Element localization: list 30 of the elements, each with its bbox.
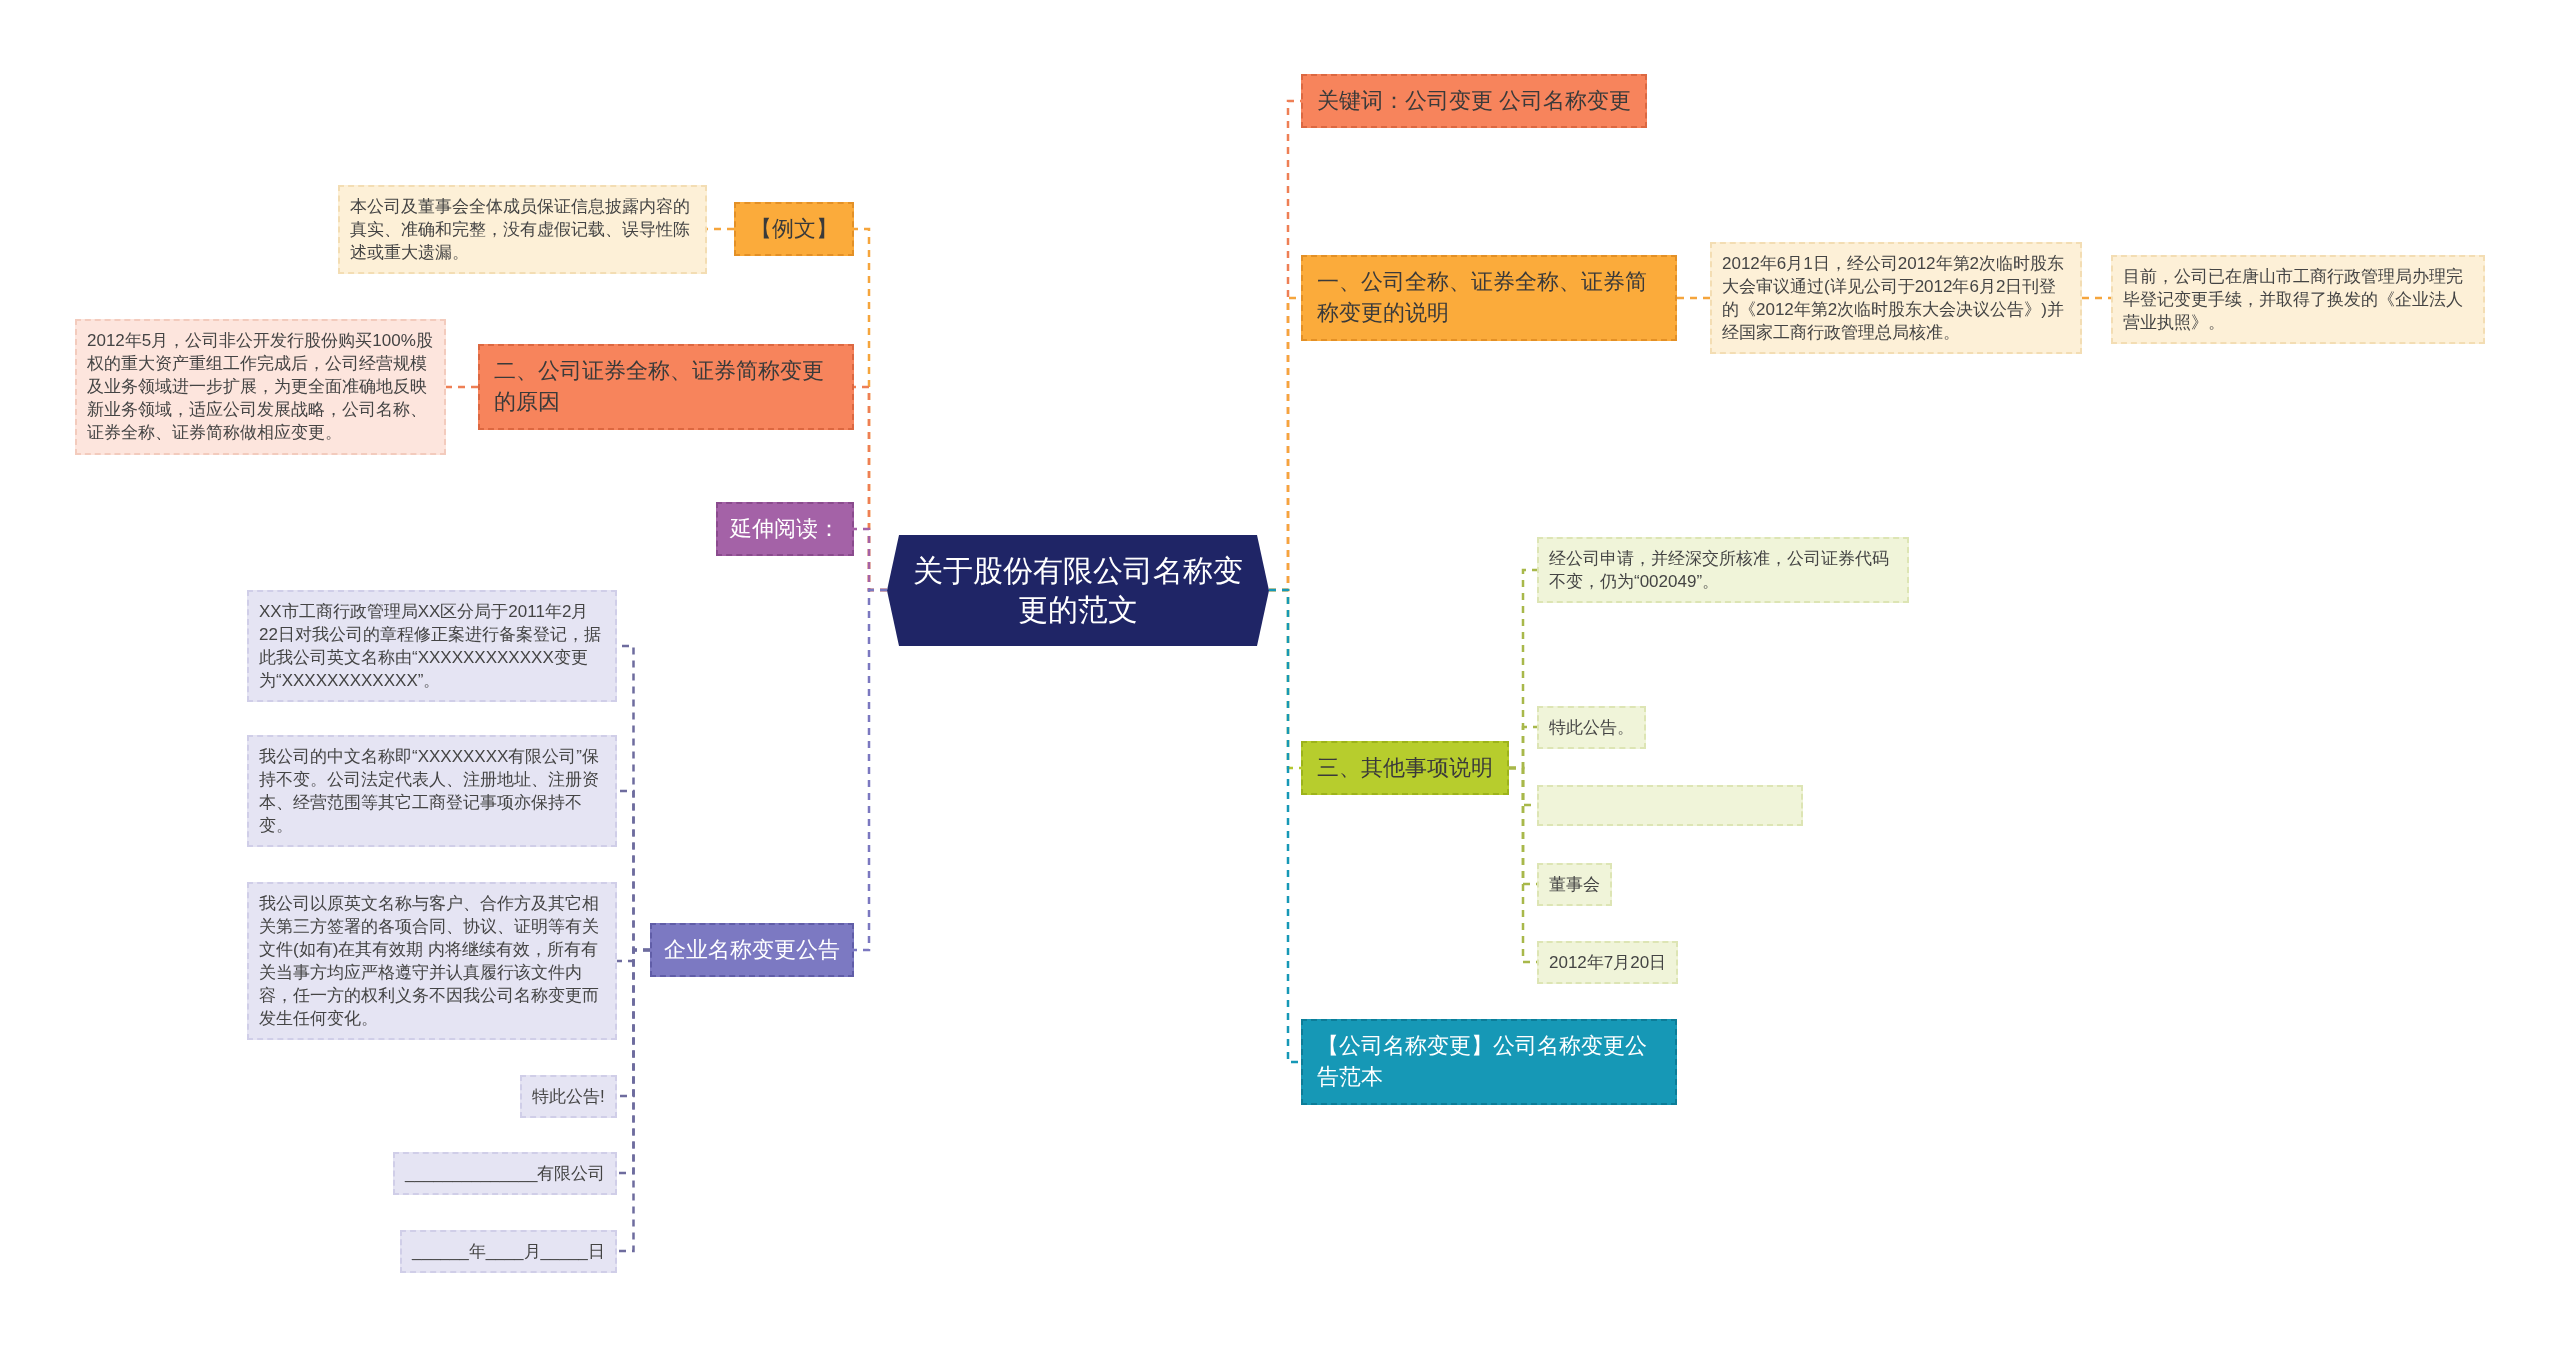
text-box: 目前，公司已在唐山市工商行政管理局办理完毕登记变更手续，并取得了换发的《企业法人营业执照》。 (2111, 254, 2485, 344)
connector-line (1269, 588, 1301, 1064)
connector-line (2082, 296, 2111, 300)
topic-box: 【例文】 (734, 201, 854, 257)
text-box: 我公司的中文名称即“XXXXXXXX有限公司”保持不变。公司法定代表人、注册地址、注册资本、经营范围等其它工商登记事项亦保持不变。 (247, 735, 617, 848)
text-box: 我公司以原英文名称与客户、合作方及其它相关第三方签署的各项合同、协议、证明等有关文件(如有)在其有效期 内将继续有效，所有有关当事方均应严格遵守并认真履行该文件内容，任一方的权利义务不因我公司名称变更而发生任何变化。 (247, 881, 617, 1041)
text-box: 本公司及董事会全体成员保证信息披露内容的真实、准确和完整，没有虚假记载、误导性陈述或重大遗漏。 (338, 184, 707, 274)
text-box: ______________有限公司 (393, 1151, 618, 1195)
text-box: 特此公告。 (1537, 705, 1646, 749)
connector-line (1677, 296, 1710, 300)
topic-box: 二、公司证券全称、证券简称变更的原因 (478, 344, 854, 430)
topic-box: 企业名称变更公告 (650, 922, 854, 978)
topic-box: 三、其他事项说明 (1301, 740, 1509, 796)
text-box: XX市工商行政管理局XX区分局于2011年2月22日对我公司的章程修正案进行备案登记，据此我公司英文名称由“XXXXXXXXXXXX变更为“XXXXXXXXXXXX”。 (247, 590, 617, 703)
empty-box (1537, 784, 1803, 826)
text-box: 2012年7月20日 (1537, 940, 1679, 984)
topic-box: 一、公司全称、证券全称、证券简称变更的说明 (1301, 255, 1677, 341)
topic-box: 关键词：公司变更 公司名称变更 (1301, 73, 1648, 129)
topic-box: 延伸阅读： (716, 501, 854, 557)
text-box: ______年____月_____日 (400, 1229, 617, 1273)
connector-line (617, 948, 650, 1253)
hexagon-node: 关于股份有限公司名称变更的范文 (887, 534, 1269, 646)
text-box: 经公司申请，并经深交所核准，公司证券代码不变，仍为“002049”。 (1537, 537, 1909, 604)
text-box: 2012年5月，公司非公开发行股份购买100%股权的重大资产重组工作完成后，公司经营规模及业务领域进一步扩展，为更全面准确地反映新业务领域，适应公司发展战略，公司名称、证券全称、证券简称做相应变更。 (75, 319, 446, 455)
text-box: 特此公告! (520, 1074, 617, 1118)
text-box: 2012年6月1日，经公司2012年第2次临时股东大会审议通过(详见公司于2012年6月2日刊登的《2012年第2次临时股东大会决议公告》)并经国家工商行政管理总局核准。 (1710, 242, 2082, 355)
text-box: 董事会 (1537, 862, 1612, 906)
connector-line (854, 588, 887, 952)
connector-line (446, 385, 478, 389)
topic-box: 【公司名称变更】公司名称变更公告范本 (1301, 1019, 1677, 1105)
